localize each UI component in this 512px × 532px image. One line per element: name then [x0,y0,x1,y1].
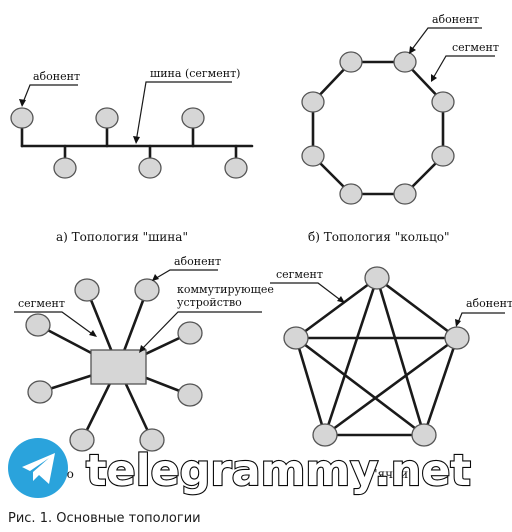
bus-topology: абонент шина (сегмент) а) Топология "шин… [10,67,254,244]
ring-segment-callout [431,55,495,81]
ring-subscriber-callout [409,27,482,53]
ring-subscriber-label: абонент [432,13,479,26]
ring-segment-label: сегмент [452,41,499,54]
ring-node [339,183,363,205]
star-node [177,383,203,407]
bus-segment-label: шина (сегмент) [150,67,240,80]
star-segment-label: сегмент [18,297,65,310]
figure-caption: Рис. 1. Основные топологии [8,511,201,526]
paper-plane-shape [22,453,55,484]
bus-segment-callout [135,81,232,143]
star-segment-callout [14,311,96,337]
ring-caption: б) Топология "кольцо" [308,230,450,244]
star-node [25,313,51,337]
star-node [177,321,203,345]
ring-node [431,145,455,167]
star-node [139,428,165,452]
bus-node [181,107,205,129]
mesh-segment-callout [270,282,344,303]
bus-node [138,157,162,179]
star-node [69,428,95,452]
mesh-node [364,266,390,290]
ring-node [301,145,325,167]
switch-label-line2: устройство [177,296,242,309]
ring-topology: абонент сегмент б) Топология "кольцо" [301,13,499,244]
star-subscriber-callout [152,269,218,281]
ring-node [393,183,417,205]
switch-label-line1: коммутирующее [177,283,274,296]
star-node [74,278,100,302]
switch-callout [139,311,262,352]
bus-subscriber-label: абонент [33,70,80,83]
bus-caption: а) Топология "шина" [56,230,188,244]
mesh-subscriber-label: абонент [466,297,512,310]
bus-node [224,157,248,179]
bus-node [10,107,34,129]
ring-node [339,51,363,73]
ring-node [393,51,417,73]
mesh-topology: сегмент абонент "ячеи [270,266,512,481]
ring-node [301,91,325,113]
ring-line [311,60,445,196]
bus-node [53,157,77,179]
mesh-subscriber-callout [456,312,505,326]
star-topology: абонент сегмент коммутирующее устройство… [14,255,274,481]
mesh-node [444,326,470,350]
switch-device [90,349,147,385]
star-subscriber-label: абонент [174,255,221,268]
mesh-node [411,423,437,447]
mesh-node [283,326,309,350]
mesh-node [312,423,338,447]
watermark-text: telegrammy.net [86,446,471,496]
star-node [134,278,160,302]
mesh-segment-label: сегмент [276,268,323,281]
mesh-caption-partial: "ячеи [372,467,408,481]
star-node [27,380,53,404]
watermark: telegrammy.net [8,438,472,498]
ring-node [431,91,455,113]
bus-subscriber-callout [21,84,78,106]
bus-node [95,107,119,129]
